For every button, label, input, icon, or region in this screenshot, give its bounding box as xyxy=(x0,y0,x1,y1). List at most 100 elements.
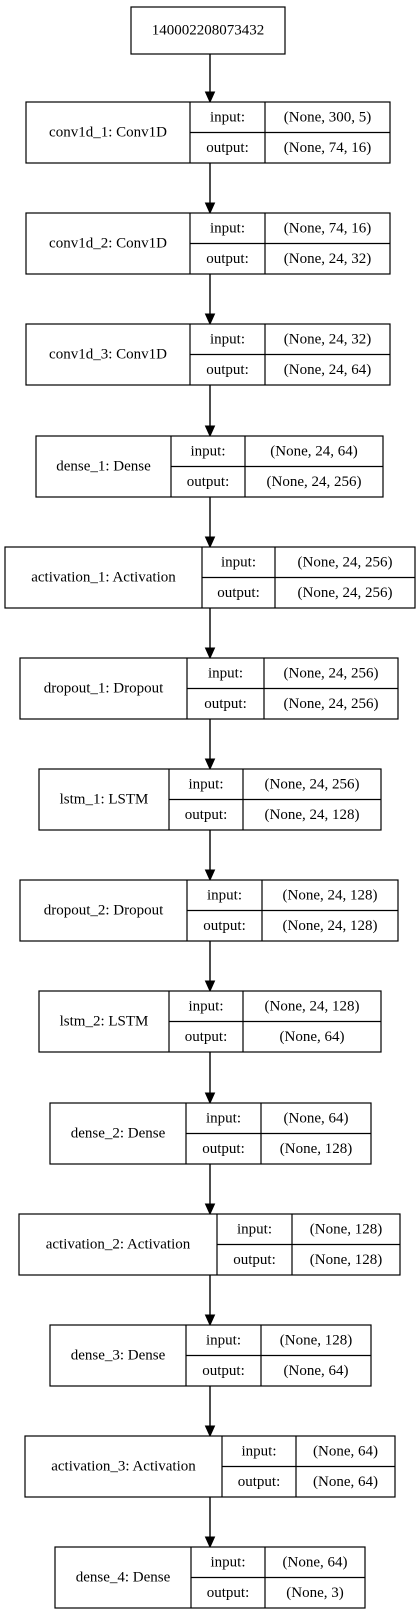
input-label: input: xyxy=(206,1332,241,1348)
layer-name: dense_1: Dense xyxy=(56,459,151,475)
layer-nodes: conv1d_1: Conv1D input: output: (None, 300,… xyxy=(4,101,416,1609)
layer-node: activation_2: Activationinput:output:(No… xyxy=(18,1213,401,1276)
output-label: output: xyxy=(217,585,260,601)
edge-arrow xyxy=(204,1164,216,1216)
arrowhead-icon xyxy=(204,91,216,104)
output-shape: (None, 24, 256) xyxy=(284,696,379,712)
layer-name: activation_3: Activation xyxy=(51,1459,196,1475)
output-shape: (None, 128) xyxy=(310,1252,382,1268)
edge-arrow xyxy=(204,1497,216,1549)
arrowhead-icon xyxy=(204,1536,216,1549)
arrowhead-icon xyxy=(204,1203,216,1216)
output-shape: (None, 3) xyxy=(286,1585,343,1601)
arrowhead-icon xyxy=(204,647,216,660)
output-label: output: xyxy=(206,140,249,156)
layer-name: activation_1: Activation xyxy=(31,570,176,586)
layer-name: lstm_1: LSTM xyxy=(60,792,149,808)
output-label: output: xyxy=(206,362,249,378)
layer-node: dense_2: Dense input: output: (None, 64) (No… xyxy=(49,1102,372,1165)
input-label: input: xyxy=(210,220,245,236)
input-shape: (None, 24, 64) xyxy=(270,443,357,459)
edge-arrow xyxy=(204,1386,216,1438)
input-shape: (None, 24, 256) xyxy=(265,776,360,792)
output-shape: (None, 24, 64) xyxy=(284,362,371,378)
output-label: output: xyxy=(206,251,249,267)
layer-name: lstm_2: LSTM xyxy=(60,1014,149,1030)
layer-name: conv1d_1: Conv1D xyxy=(49,125,167,141)
input-label: input: xyxy=(210,109,245,125)
layer-node: conv1d_1: Conv1D input: output: (None, 300,… xyxy=(25,101,391,164)
output-shape: (None, 64) xyxy=(284,1363,349,1379)
output-shape: (None, 24, 128) xyxy=(283,918,378,934)
input-shape: (None, 300, 5) xyxy=(284,109,371,125)
edge-arrow xyxy=(204,163,216,215)
input-label: input: xyxy=(208,665,243,681)
output-label: output: xyxy=(203,918,246,934)
layer-name: dense_4: Dense xyxy=(76,1570,171,1586)
input-shape: (None, 24, 256) xyxy=(298,554,393,570)
output-shape: (None, 74, 16) xyxy=(284,140,371,156)
arrowhead-icon xyxy=(204,536,216,549)
input-label: input: xyxy=(207,887,242,903)
edge-arrow xyxy=(204,54,216,104)
input-label: input: xyxy=(190,443,225,459)
arrowhead-icon xyxy=(204,313,216,326)
output-label: output: xyxy=(238,1474,281,1490)
input-shape: (None, 128) xyxy=(310,1221,382,1237)
layer-name: dense_2: Dense xyxy=(71,1126,166,1142)
output-label: output: xyxy=(185,1029,228,1045)
input-shape: (None, 24, 128) xyxy=(265,998,360,1014)
edge-arrow xyxy=(204,830,216,882)
input-shape: (None, 128) xyxy=(280,1332,352,1348)
output-shape: (None, 64) xyxy=(313,1474,378,1490)
output-shape: (None, 24, 128) xyxy=(265,807,360,823)
output-shape: (None, 24, 32) xyxy=(284,251,371,267)
output-shape: (None, 24, 256) xyxy=(298,585,393,601)
arrowhead-icon xyxy=(204,980,216,993)
arrowhead-icon xyxy=(204,1425,216,1438)
edge-arrow xyxy=(204,274,216,326)
input-label: input: xyxy=(206,1110,241,1126)
root-node-box xyxy=(130,6,286,55)
input-label: input: xyxy=(241,1443,276,1459)
edge-arrow xyxy=(204,385,216,438)
input-label: input: xyxy=(221,554,256,570)
layer-name: conv1d_3: Conv1D xyxy=(49,347,167,363)
layer-node: activation_3: Activation input: output: (No… xyxy=(24,1435,396,1498)
layer-name: dense_3: Dense xyxy=(71,1348,166,1364)
arrowhead-icon xyxy=(204,425,216,438)
output-label: output: xyxy=(202,1141,245,1157)
layer-node: lstm_2: LSTM input: output: (None, 24, 128)… xyxy=(38,990,382,1053)
output-shape: (None, 64) xyxy=(280,1029,345,1045)
edge-arrow xyxy=(204,497,216,549)
output-label: output: xyxy=(204,696,247,712)
arrowhead-icon xyxy=(204,1314,216,1327)
layer-name: conv1d_2: Conv1D xyxy=(49,236,167,252)
root-node: 140002208073432 xyxy=(130,6,286,55)
input-shape: (None, 64) xyxy=(283,1554,348,1570)
output-shape: (None, 128) xyxy=(280,1141,352,1157)
root-node-label: 140002208073432 xyxy=(152,23,265,39)
input-label: input: xyxy=(188,998,223,1014)
input-shape: (None, 64) xyxy=(284,1110,349,1126)
output-label: output: xyxy=(187,474,230,490)
input-label: input: xyxy=(210,1554,245,1570)
layer-node: activation_1: Activation input: output: (No… xyxy=(4,546,416,609)
input-shape: (None, 24, 32) xyxy=(284,331,371,347)
edge-arrow xyxy=(204,1275,216,1327)
edge-arrow xyxy=(204,941,216,993)
output-label: output: xyxy=(207,1585,250,1601)
input-label: input: xyxy=(188,776,223,792)
input-label: input: xyxy=(237,1221,272,1237)
arrowhead-icon xyxy=(204,202,216,215)
edge-arrow xyxy=(204,1052,216,1105)
layer-name: activation_2: Activation xyxy=(46,1237,191,1253)
layer-box xyxy=(54,1546,366,1609)
